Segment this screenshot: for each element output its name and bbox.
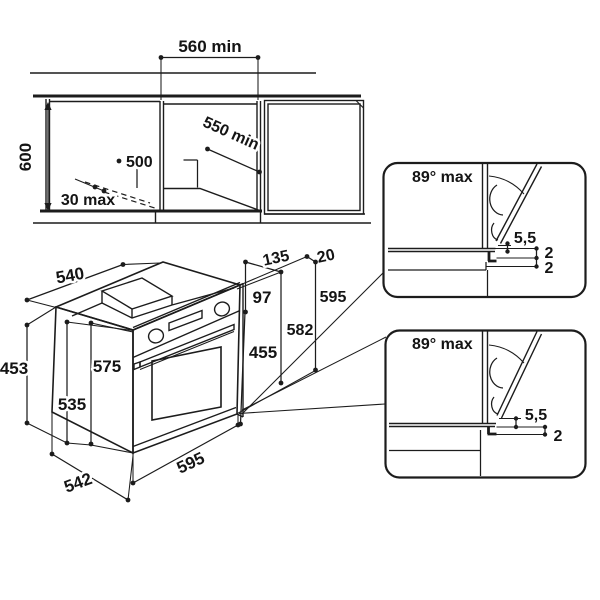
dim-500-label: 500 bbox=[126, 154, 153, 171]
oven-display bbox=[168, 309, 203, 332]
hinge-detail-top-clearance2-label: 2 bbox=[545, 260, 554, 277]
hinge-detail-top-angle-label: 89° max bbox=[412, 169, 473, 186]
dim-30-max: 30 max bbox=[58, 178, 159, 212]
dim-582: 582 bbox=[278, 269, 316, 386]
dim-135: 135 bbox=[245, 245, 293, 273]
oven-top-step bbox=[71, 277, 235, 319]
hinge-detail-bottom-clearance-label: 2 bbox=[554, 428, 563, 445]
hinge-detail-top-clearance1-label: 2 bbox=[545, 245, 554, 262]
dim-455-label: 455 bbox=[249, 343, 277, 362]
dim-595-height-label: 595 bbox=[320, 289, 347, 306]
dim-540: 540 bbox=[24, 261, 161, 309]
dim-97-label: 97 bbox=[253, 288, 272, 307]
hinge-detail-bottom-angle-label: 89° max bbox=[412, 336, 473, 353]
hinge-detail-bottom-border bbox=[384, 329, 587, 479]
dim-500: 500 bbox=[116, 152, 155, 188]
dim-600: 600 bbox=[14, 102, 52, 211]
dim-560-min: 560 min bbox=[158, 35, 261, 100]
oven-isometric-diagram: 540 453 535 575 595 bbox=[0, 244, 387, 503]
hinge-detail-bottom-dims: 5,5 2 bbox=[487, 405, 565, 448]
dim-453: 453 bbox=[0, 306, 134, 454]
dim-453-label: 453 bbox=[0, 359, 28, 378]
oven-door-window bbox=[151, 346, 222, 421]
detail-leader-lines bbox=[238, 271, 387, 415]
hinge-detail-bottom-drawing bbox=[389, 331, 543, 476]
oven-door-bottom-trim bbox=[132, 406, 237, 448]
dim-575: 575 bbox=[88, 320, 134, 447]
hinge-detail-bottom-gap-label: 5,5 bbox=[525, 407, 547, 424]
hinge-detail-top-border bbox=[382, 161, 587, 299]
dim-542-label: 542 bbox=[62, 469, 95, 497]
dim-575-label: 575 bbox=[93, 357, 121, 376]
hinge-detail-bottom-box: 89° max 5,5 2 bbox=[384, 329, 587, 479]
dim-540-label: 540 bbox=[54, 264, 85, 288]
dim-595-width-label: 595 bbox=[174, 448, 208, 477]
hinge-detail-top-gap-label: 5,5 bbox=[514, 230, 536, 247]
dim-135-label: 135 bbox=[261, 247, 291, 269]
niche-side-walls bbox=[159, 101, 262, 211]
cabinet-legs bbox=[154, 212, 262, 223]
niche-depth-lines bbox=[163, 159, 262, 212]
dim-582-label: 582 bbox=[287, 322, 314, 339]
oven-front-face bbox=[132, 283, 241, 455]
dim-550-min: 550 min bbox=[198, 112, 264, 175]
dim-600-label: 600 bbox=[16, 143, 35, 171]
dim-20-label: 20 bbox=[316, 246, 337, 266]
dim-30-max-label: 30 max bbox=[61, 192, 115, 209]
dim-560-min-label: 560 min bbox=[178, 37, 241, 56]
oven-handle bbox=[133, 323, 235, 371]
oven-knob-left bbox=[147, 328, 165, 344]
oven-knob-right bbox=[213, 301, 231, 317]
dim-535: 535 bbox=[55, 319, 134, 446]
hinge-detail-top-box: 89° max 5,5 2 2 bbox=[382, 161, 587, 299]
dim-595-width: 595 bbox=[130, 414, 241, 486]
dim-455: 455 bbox=[238, 311, 280, 427]
right-cabinet bbox=[263, 99, 365, 215]
niche-cross-section-diagram: 560 min 600 500 550 min 30 max bbox=[14, 35, 371, 224]
left-cabinet-wall bbox=[45, 99, 160, 212]
hinge-detail-top-dims: 5,5 2 2 bbox=[486, 228, 556, 280]
hinge-detail-top-drawing bbox=[388, 163, 543, 296]
dim-535-label: 535 bbox=[58, 395, 86, 414]
oven-control-panel bbox=[132, 281, 241, 359]
